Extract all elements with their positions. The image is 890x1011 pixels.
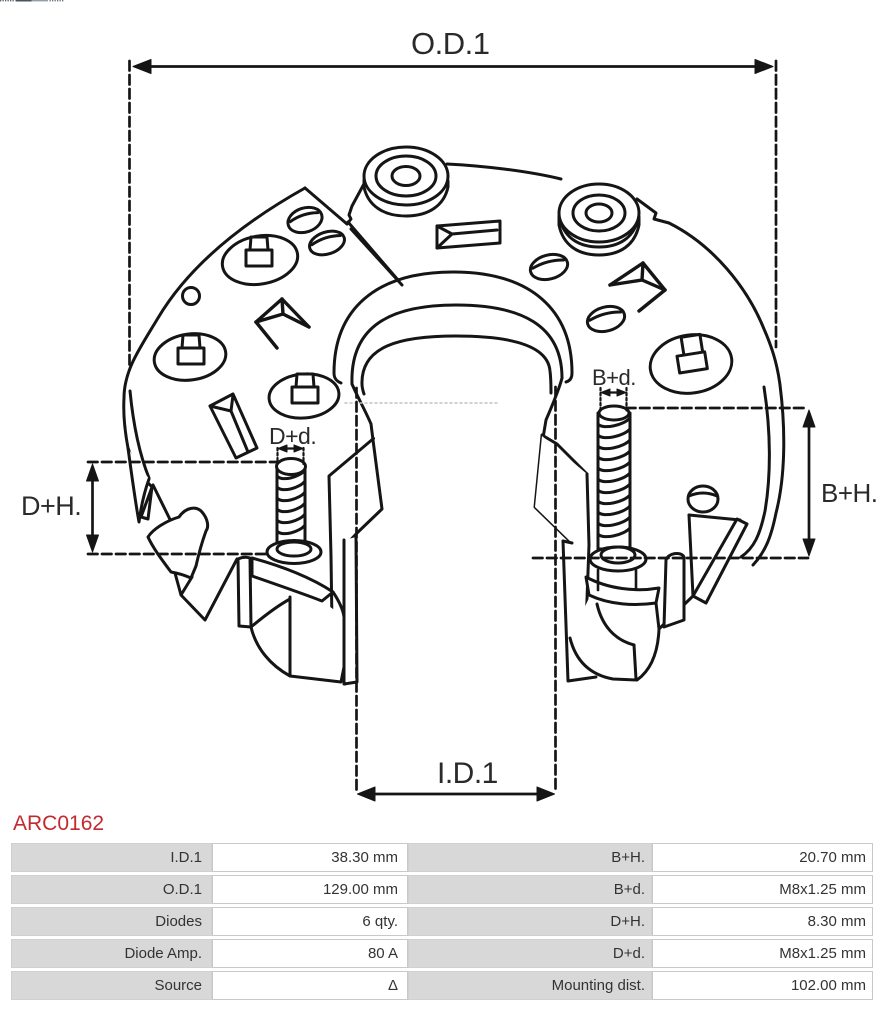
svg-text:B+d.: B+d. [592, 365, 636, 390]
svg-text:I.D.1: I.D.1 [437, 757, 498, 790]
svg-text:D+d.: D+d. [269, 423, 316, 449]
svg-text:D+H.: D+H. [21, 491, 81, 521]
svg-text:O.D.1: O.D.1 [411, 26, 489, 61]
svg-text:B+H.: B+H. [821, 478, 878, 508]
